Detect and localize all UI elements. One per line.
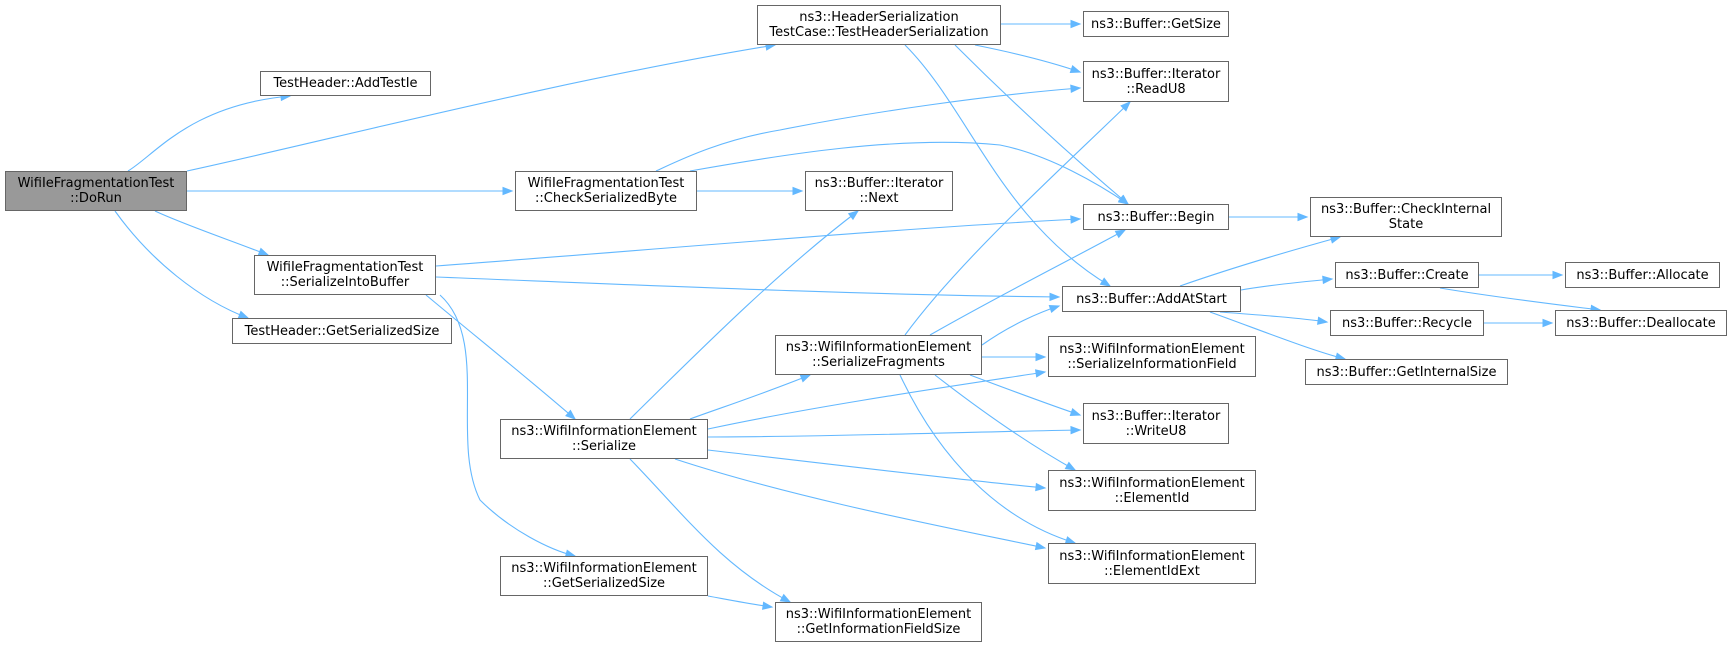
edge-root-getsersize_th [114,210,249,319]
node-buffer-iterator-writeu8[interactable]: ns3::Buffer::Iterator::WriteU8 [1083,403,1229,444]
node-wifiinformationelement-serializeinformationfield[interactable]: ns3::WifiInformationElement::SerializeIn… [1048,336,1256,377]
arrowhead-checkbyte-begin [1117,195,1130,205]
arrowhead-testheadser-getsize [1070,19,1082,29]
edge-checkbyte-begin [689,141,1129,205]
arrowhead-addatstart-checkinternal [1329,235,1342,244]
node-wifiie-fragmentation-test-checkserializedbyte[interactable]: WifiIeFragmentationTest::CheckSerialized… [515,171,697,211]
arrowhead-testheadser-readu8 [1069,64,1082,73]
edge-serialize-next [629,210,859,420]
edge-serialize-serfrag [689,374,811,420]
edge-serfrag-writeu8 [969,374,1081,416]
arrowhead-getsersize_wie-getinfosize [762,601,774,610]
edge-testheadser-begin [954,44,1129,205]
edge-addatstart-create [1240,278,1333,291]
arrowhead-serialize-getinfosize [779,593,792,603]
node-testheader-addtestie[interactable]: TestHeader::AddTestIe [260,71,431,96]
node-buffer-getsize[interactable]: ns3::Buffer::GetSize [1083,11,1229,37]
arrowhead-root-checkbyte [502,186,514,196]
edge-testheadser-addatstart [904,44,1111,287]
node-wifiie-fragmentation-test-dorun[interactable]: WifiIeFragmentationTest::DoRun [5,171,187,211]
node-buffer-deallocate[interactable]: ns3::Buffer::Deallocate [1555,310,1727,336]
node-buffer-getinternalsize[interactable]: ns3::Buffer::GetInternalSize [1305,359,1508,385]
arrowhead-serialize-serinfo [1034,369,1047,378]
arrowhead-serinto-addatstart [1049,292,1061,302]
node-buffer-iterator-next[interactable]: ns3::Buffer::Iterator::Next [805,171,953,211]
node-testheader-getserializedsize[interactable]: TestHeader::GetSerializedSize [232,318,452,344]
arrowhead-serfrag-serinfo [1035,352,1047,362]
node-wifiinformationelement-getserializedsize[interactable]: ns3::WifiInformationElement::GetSerializ… [500,556,708,596]
node-wifiie-fragmentation-test-serializeintobuffer[interactable]: WifiIeFragmentationTest::SerializeIntoBu… [254,255,436,295]
edge-serialize-elemid [707,449,1046,489]
edge-serialize-serinfo [707,371,1046,430]
arrowhead-recycle-deallocate [1542,318,1554,328]
arrowhead-serinto-serialize [565,409,577,420]
arrowhead-create-allocate [1552,270,1564,280]
arrowhead-serfrag-writeu8 [1069,407,1082,416]
arrowhead-addatstart-create [1322,275,1334,285]
edge-addatstart-recycle [1219,311,1328,323]
node-wifiinformationelement-elementid[interactable]: ns3::WifiInformationElement::ElementId [1048,470,1256,511]
arrowhead-serialize-elemidext [1034,541,1047,551]
arrowhead-root-serinto [257,247,270,256]
node-wifiinformationelement-elementidext[interactable]: ns3::WifiInformationElement::ElementIdEx… [1048,543,1256,584]
edge-serfrag-readu8 [904,101,1131,336]
arrowhead-serialize-writeu8 [1070,425,1082,435]
node-wifiinformationelement-getinformationfieldsize[interactable]: ns3::WifiInformationElement::GetInformat… [775,602,982,642]
arrowhead-serfrag-elemid [1064,461,1077,471]
edge-serinto-getsersize_wie [439,294,576,557]
node-wifiinformationelement-serialize[interactable]: ns3::WifiInformationElement::Serialize [500,419,708,459]
node-buffer-iterator-readu8[interactable]: ns3::Buffer::Iterator::ReadU8 [1083,61,1229,102]
edge-serfrag-elemid [934,374,1076,471]
arrowhead-addatstart-recycle [1317,316,1329,325]
arrowhead-serfrag-begin [1114,229,1127,239]
node-buffer-begin[interactable]: ns3::Buffer::Begin [1083,204,1229,230]
arrowhead-serfrag-readu8 [1120,101,1131,112]
arrowhead-checkbyte-next [792,186,804,196]
arrowhead-serinto-begin [1070,215,1082,224]
edge-serinto-begin [435,218,1081,267]
node-buffer-recycle[interactable]: ns3::Buffer::Recycle [1330,310,1484,336]
arrowhead-serialize-serfrag [799,374,812,383]
edge-getsersize_wie-getinfosize [707,595,773,608]
edge-addatstart-checkinternal [1179,236,1341,287]
node-buffer-allocate[interactable]: ns3::Buffer::Allocate [1565,262,1720,288]
arrowhead-begin-checkinternal [1297,212,1309,222]
node-buffer-addatstart[interactable]: ns3::Buffer::AddAtStart [1062,286,1241,312]
edge-serialize-elemidext [674,458,1046,549]
arrowhead-serfrag-addatstart [1048,304,1061,314]
arrowhead-serialize-next [847,210,860,221]
edge-serialize-getinfosize [629,458,791,603]
arrowhead-serialize-elemid [1035,482,1047,492]
edge-checkbyte-readu8 [655,87,1081,172]
edge-serfrag-begin [929,229,1126,336]
arrowhead-root-getsersize_th [237,310,250,319]
edge-testheadser-readu8 [974,44,1081,73]
edge-create-deallocate [1439,287,1601,311]
node-buffer-create[interactable]: ns3::Buffer::Create [1335,262,1479,288]
arrowhead-checkbyte-readu8 [1070,84,1082,93]
node-wifiinformationelement-serializefragments[interactable]: ns3::WifiInformationElement::SerializeFr… [775,335,982,375]
edge-serfrag-elemidext [899,374,1076,544]
arrowhead-testheadser-addatstart [1099,277,1112,287]
edge-serialize-writeu8 [707,429,1081,438]
edge-root-addtestie [127,95,291,172]
edge-root-serinto [154,210,269,256]
edge-serinto-addatstart [435,276,1060,298]
edge-addatstart-getinternal [1209,311,1346,360]
edge-root-testheadser [186,44,776,172]
edge-serinto-serialize [425,294,576,420]
